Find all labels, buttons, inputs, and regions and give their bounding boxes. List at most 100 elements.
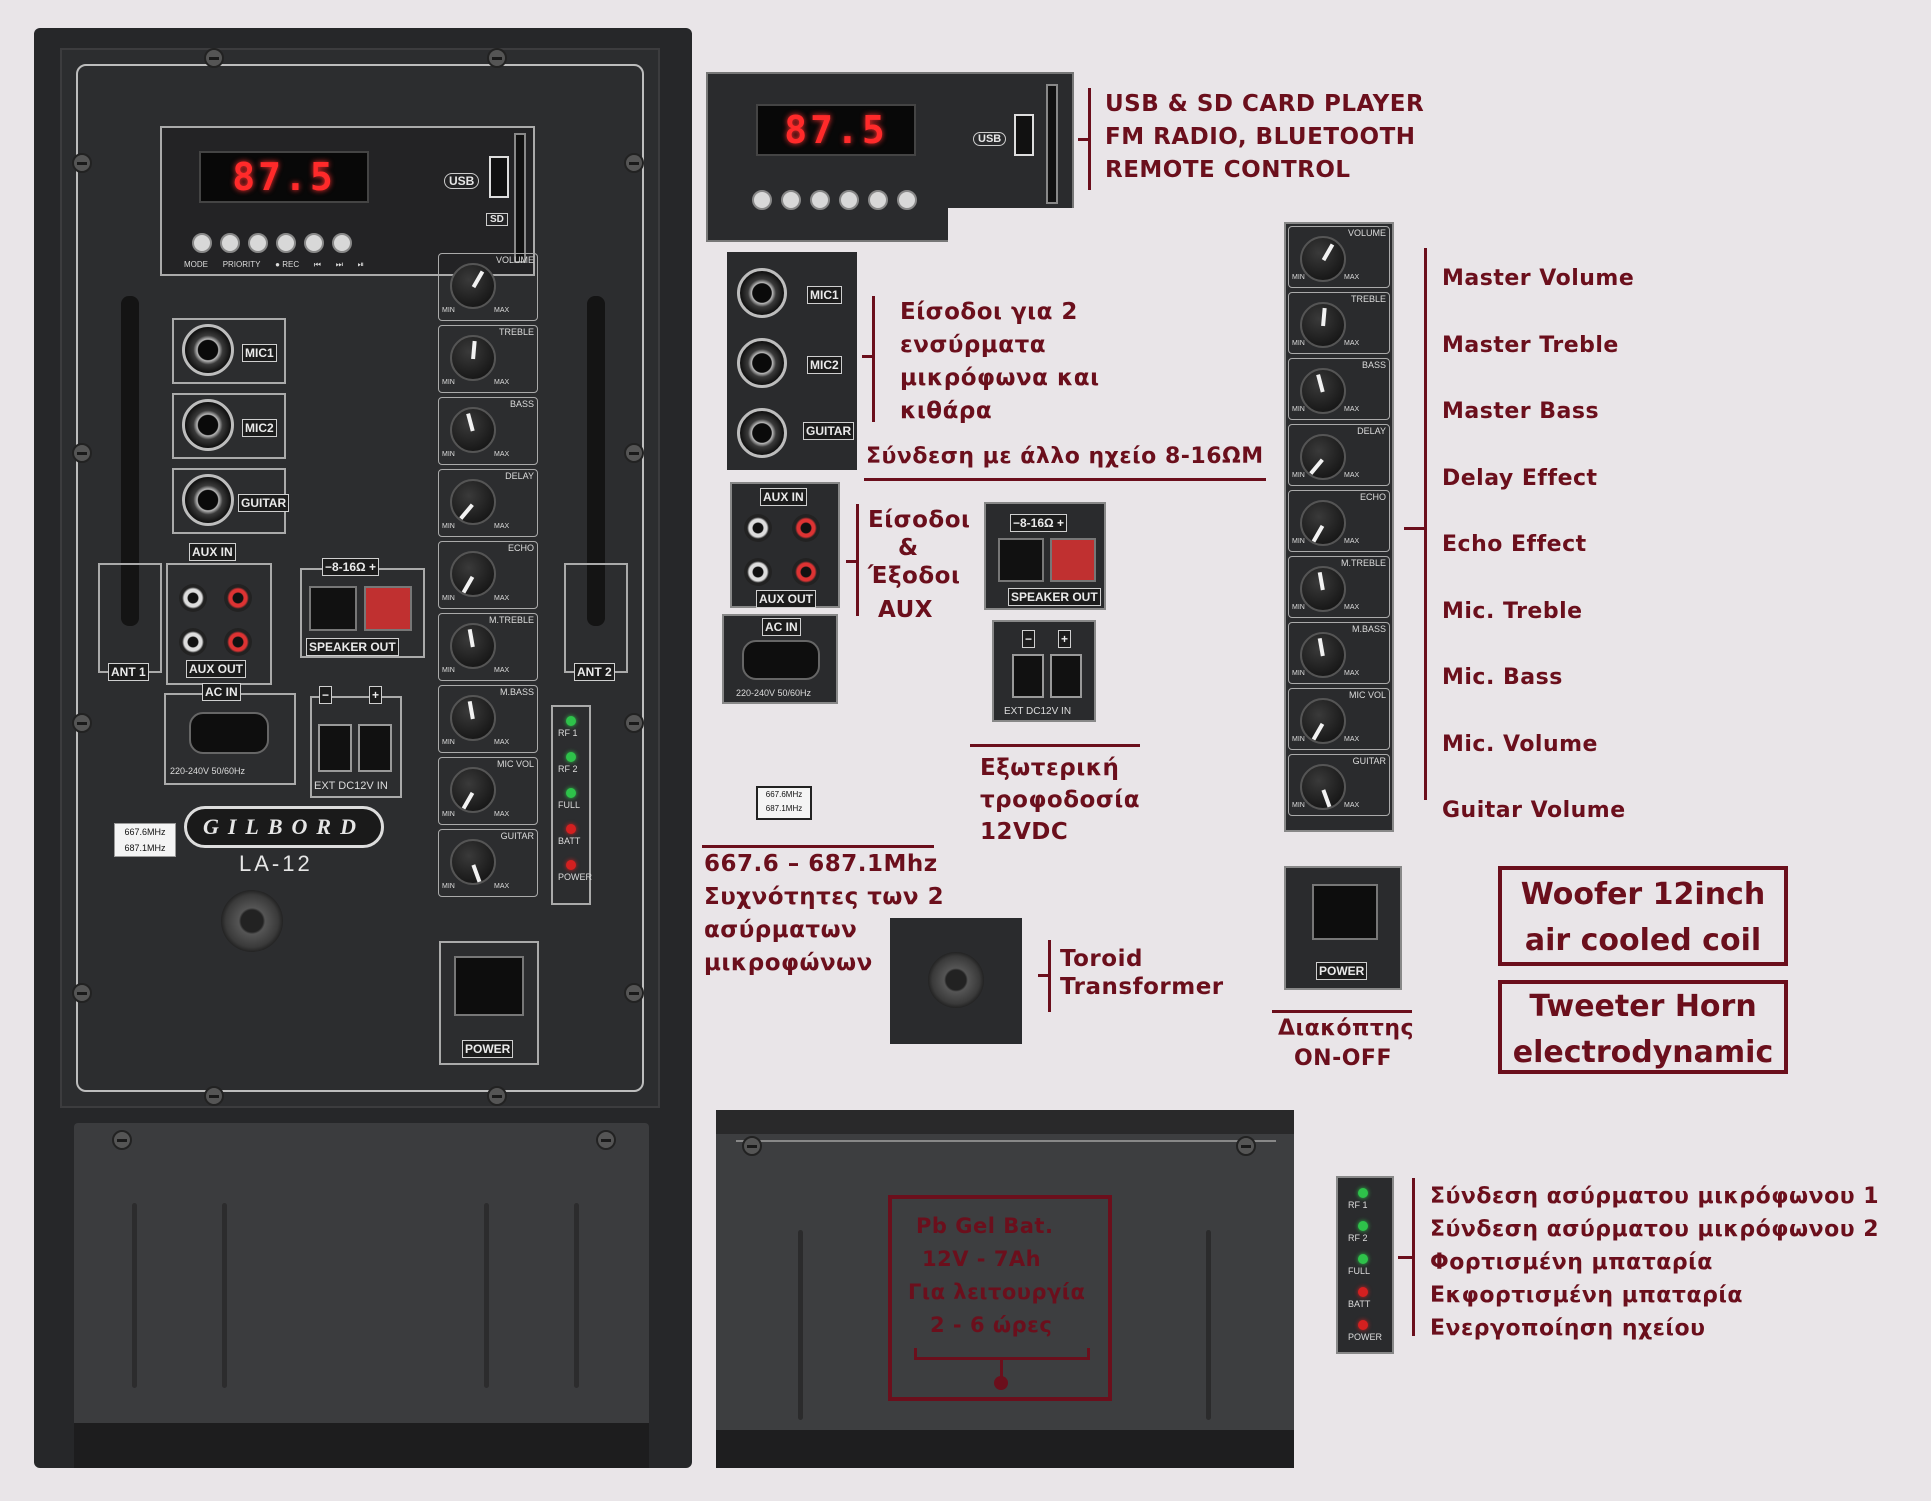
crop-dc-term-minus (1012, 654, 1044, 698)
knob-indicator (461, 575, 475, 594)
crop-usb-label: USB (973, 132, 1007, 146)
knob-m-bass[interactable] (450, 695, 496, 741)
guitar-jack[interactable] (182, 474, 234, 526)
crop-speaker-out: SPEAKER OUT (1008, 588, 1101, 606)
knob-treble[interactable] (450, 335, 496, 381)
mic1-jack[interactable] (182, 324, 234, 376)
led-label: RF 2 (558, 764, 578, 774)
led-label: BATT (1348, 1299, 1371, 1309)
knob-max-label: MAX (494, 739, 510, 746)
knob-max-label: MAX (1344, 604, 1360, 611)
knob-delay[interactable] (1300, 434, 1346, 480)
knob-volume[interactable] (1300, 236, 1346, 282)
dc-in-module (310, 696, 402, 798)
crop-fm-display: 87.5 (756, 104, 916, 156)
led-label: RF 2 (1348, 1233, 1368, 1243)
knob-max-label: MAX (1344, 406, 1360, 413)
knob-label: BASS (1361, 360, 1386, 370)
knob-max-label: MAX (1344, 538, 1360, 545)
crop-mic2-label: MIC2 (807, 356, 842, 374)
crop-btn-6 (897, 190, 917, 210)
knob-m-treble[interactable] (450, 623, 496, 669)
crop-power-label: POWER (1316, 962, 1368, 980)
knob-indicator (1317, 637, 1325, 657)
knob-min-label: MIN (1292, 472, 1305, 479)
knob-label: M.BASS (1351, 624, 1386, 634)
aux-in-right[interactable] (224, 584, 252, 612)
knob-volume[interactable] (450, 263, 496, 309)
knob-mic-vol[interactable] (1300, 698, 1346, 744)
led-label: FULL (558, 800, 581, 810)
led-batt (1358, 1287, 1368, 1297)
ext-dc-label: EXT DC12V IN (314, 780, 388, 792)
knob-indicator (471, 864, 482, 883)
knob-mic-vol[interactable] (450, 767, 496, 813)
battery-label-box (888, 1195, 1112, 1401)
knob-indicator (1321, 789, 1332, 808)
knob-label: M.TREBLE (488, 615, 534, 625)
usb-label: USB (444, 173, 480, 189)
knob-guitar[interactable] (450, 839, 496, 885)
dc-terminal-minus[interactable] (318, 724, 352, 772)
knob-frame-treble (438, 325, 538, 393)
knob-echo[interactable] (1300, 500, 1346, 546)
led-label: POWER (558, 872, 593, 882)
knob-treble[interactable] (1300, 302, 1346, 348)
knob-max-label: MAX (1344, 340, 1360, 347)
led-rf1 (1358, 1188, 1368, 1198)
speaker-terminal-black[interactable] (309, 586, 357, 631)
next-button[interactable] (304, 233, 324, 253)
play-pause-button[interactable] (332, 233, 352, 253)
knob-frame-m-treble (438, 613, 538, 681)
ant1-label: ANT 1 (108, 663, 149, 681)
knob-frame-echo (438, 541, 538, 609)
sd-slot[interactable] (514, 133, 526, 263)
ant2-label: ANT 2 (574, 663, 615, 681)
knob-label: GUITAR (500, 831, 534, 841)
knob-indicator (1309, 458, 1324, 475)
prev-button[interactable] (276, 233, 296, 253)
brand-name: GILBORD (202, 814, 365, 839)
mode-button[interactable] (192, 233, 212, 253)
knob-min-label: MIN (1292, 340, 1305, 347)
mic2-jack[interactable] (182, 399, 234, 451)
crop-aux-in-right (792, 514, 820, 542)
priority-button[interactable] (220, 233, 240, 253)
dc-terminal-plus[interactable] (358, 724, 392, 772)
knob-guitar[interactable] (1300, 764, 1346, 810)
knob-label: TREBLE (1350, 294, 1386, 304)
power-switch-label: POWER (462, 1040, 514, 1058)
aux-out-right[interactable] (224, 628, 252, 656)
knob-label: TREBLE (498, 327, 534, 337)
crop-usb-port (1014, 114, 1034, 156)
controls-annotation: Master Volume Master Treble Master Bass … (1442, 266, 1635, 823)
knob-m-bass[interactable] (1300, 632, 1346, 678)
usb-port[interactable] (489, 156, 509, 198)
cabinet-lower (74, 1123, 649, 1468)
crop-ext-dc: EXT DC12V IN (1004, 706, 1072, 717)
crop-ac-in-label: AC IN (762, 618, 801, 636)
ac-socket[interactable] (189, 712, 269, 754)
power-switch-module (439, 941, 539, 1065)
speaker-terminal-red[interactable] (364, 586, 412, 631)
leds-annotation: Σύνδεση ασύρματου μικρόφωνου 1 Σύνδεση α… (1430, 1184, 1880, 1341)
aux-in-left[interactable] (179, 584, 207, 612)
model-name: LA-12 (239, 851, 313, 876)
knob-frame-bass (438, 397, 538, 465)
knob-min-label: MIN (442, 379, 455, 386)
battery-bracket (914, 1357, 1090, 1360)
aux-out-left[interactable] (179, 628, 207, 656)
led-column (551, 705, 591, 905)
rec-button[interactable] (248, 233, 268, 253)
antenna-1 (121, 296, 139, 626)
power-switch[interactable] (454, 956, 524, 1016)
knob-echo[interactable] (450, 551, 496, 597)
knob-delay[interactable] (450, 479, 496, 525)
knob-bass[interactable] (450, 407, 496, 453)
display-frequency: 87.5 (232, 155, 336, 199)
knob-m-treble[interactable] (1300, 566, 1346, 612)
knob-bass[interactable] (1300, 368, 1346, 414)
aux-out-label: AUX OUT (186, 660, 246, 678)
led-batt (566, 824, 576, 834)
led-power (566, 860, 576, 870)
